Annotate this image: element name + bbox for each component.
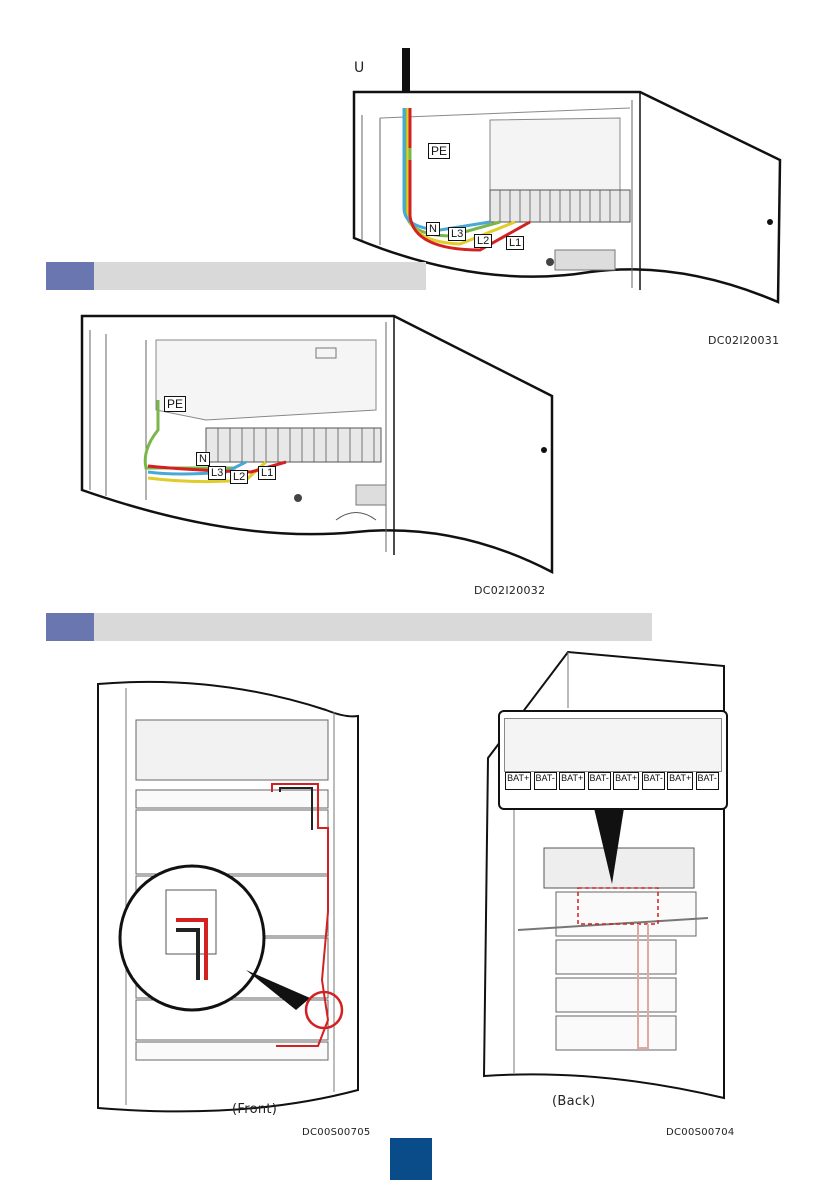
l2-label: L2	[474, 234, 492, 248]
middle-figure-code: DC02I20032	[474, 584, 545, 597]
middle-cabinet-figure: PE N L3 L2 L1	[76, 300, 556, 575]
l3-label: L3	[448, 227, 466, 241]
bat-label: BAT-	[588, 772, 611, 790]
back-caption: (Back)	[552, 1094, 596, 1109]
middle-cabinet-drawing	[76, 300, 556, 575]
bat-label: BAT-	[642, 772, 665, 790]
section-bar-2	[94, 613, 652, 641]
back-figure-code: DC00S00704	[666, 1127, 735, 1138]
front-figure-code: DC00S00705	[302, 1127, 371, 1138]
pe-label: PE	[428, 143, 450, 159]
pe-label-2: PE	[164, 396, 186, 412]
page-number-badge	[390, 1138, 432, 1180]
bat-labels-row: BAT+ BAT- BAT+ BAT- BAT+ BAT- BAT+ BAT-	[504, 772, 720, 790]
front-rack-drawing	[96, 680, 366, 1120]
bat-label: BAT+	[505, 772, 531, 790]
terminal-strip	[504, 718, 722, 772]
section-marker-1	[46, 262, 94, 290]
bat-label: BAT+	[613, 772, 639, 790]
bat-label: BAT+	[559, 772, 585, 790]
section-marker-2	[46, 613, 94, 641]
section-bar-1	[94, 262, 426, 290]
bat-label: BAT-	[696, 772, 719, 790]
u-label: U	[354, 60, 365, 76]
n-label: N	[426, 222, 440, 236]
front-rack-figure: (Front)	[96, 680, 366, 1120]
l1-label-2: L1	[258, 466, 276, 480]
back-rack-figure: BAT+ BAT- BAT+ BAT- BAT+ BAT- BAT+ BAT- …	[478, 648, 730, 1118]
terminal-callout: BAT+ BAT- BAT+ BAT- BAT+ BAT- BAT+ BAT-	[498, 710, 728, 810]
n-label-2: N	[196, 452, 210, 466]
l2-label-2: L2	[230, 470, 248, 484]
top-figure-code: DC02I20031	[708, 334, 779, 347]
bat-label: BAT+	[667, 772, 693, 790]
front-caption: (Front)	[232, 1102, 277, 1117]
bat-label: BAT-	[534, 772, 557, 790]
l1-label: L1	[506, 236, 524, 250]
l3-label-2: L3	[208, 466, 226, 480]
